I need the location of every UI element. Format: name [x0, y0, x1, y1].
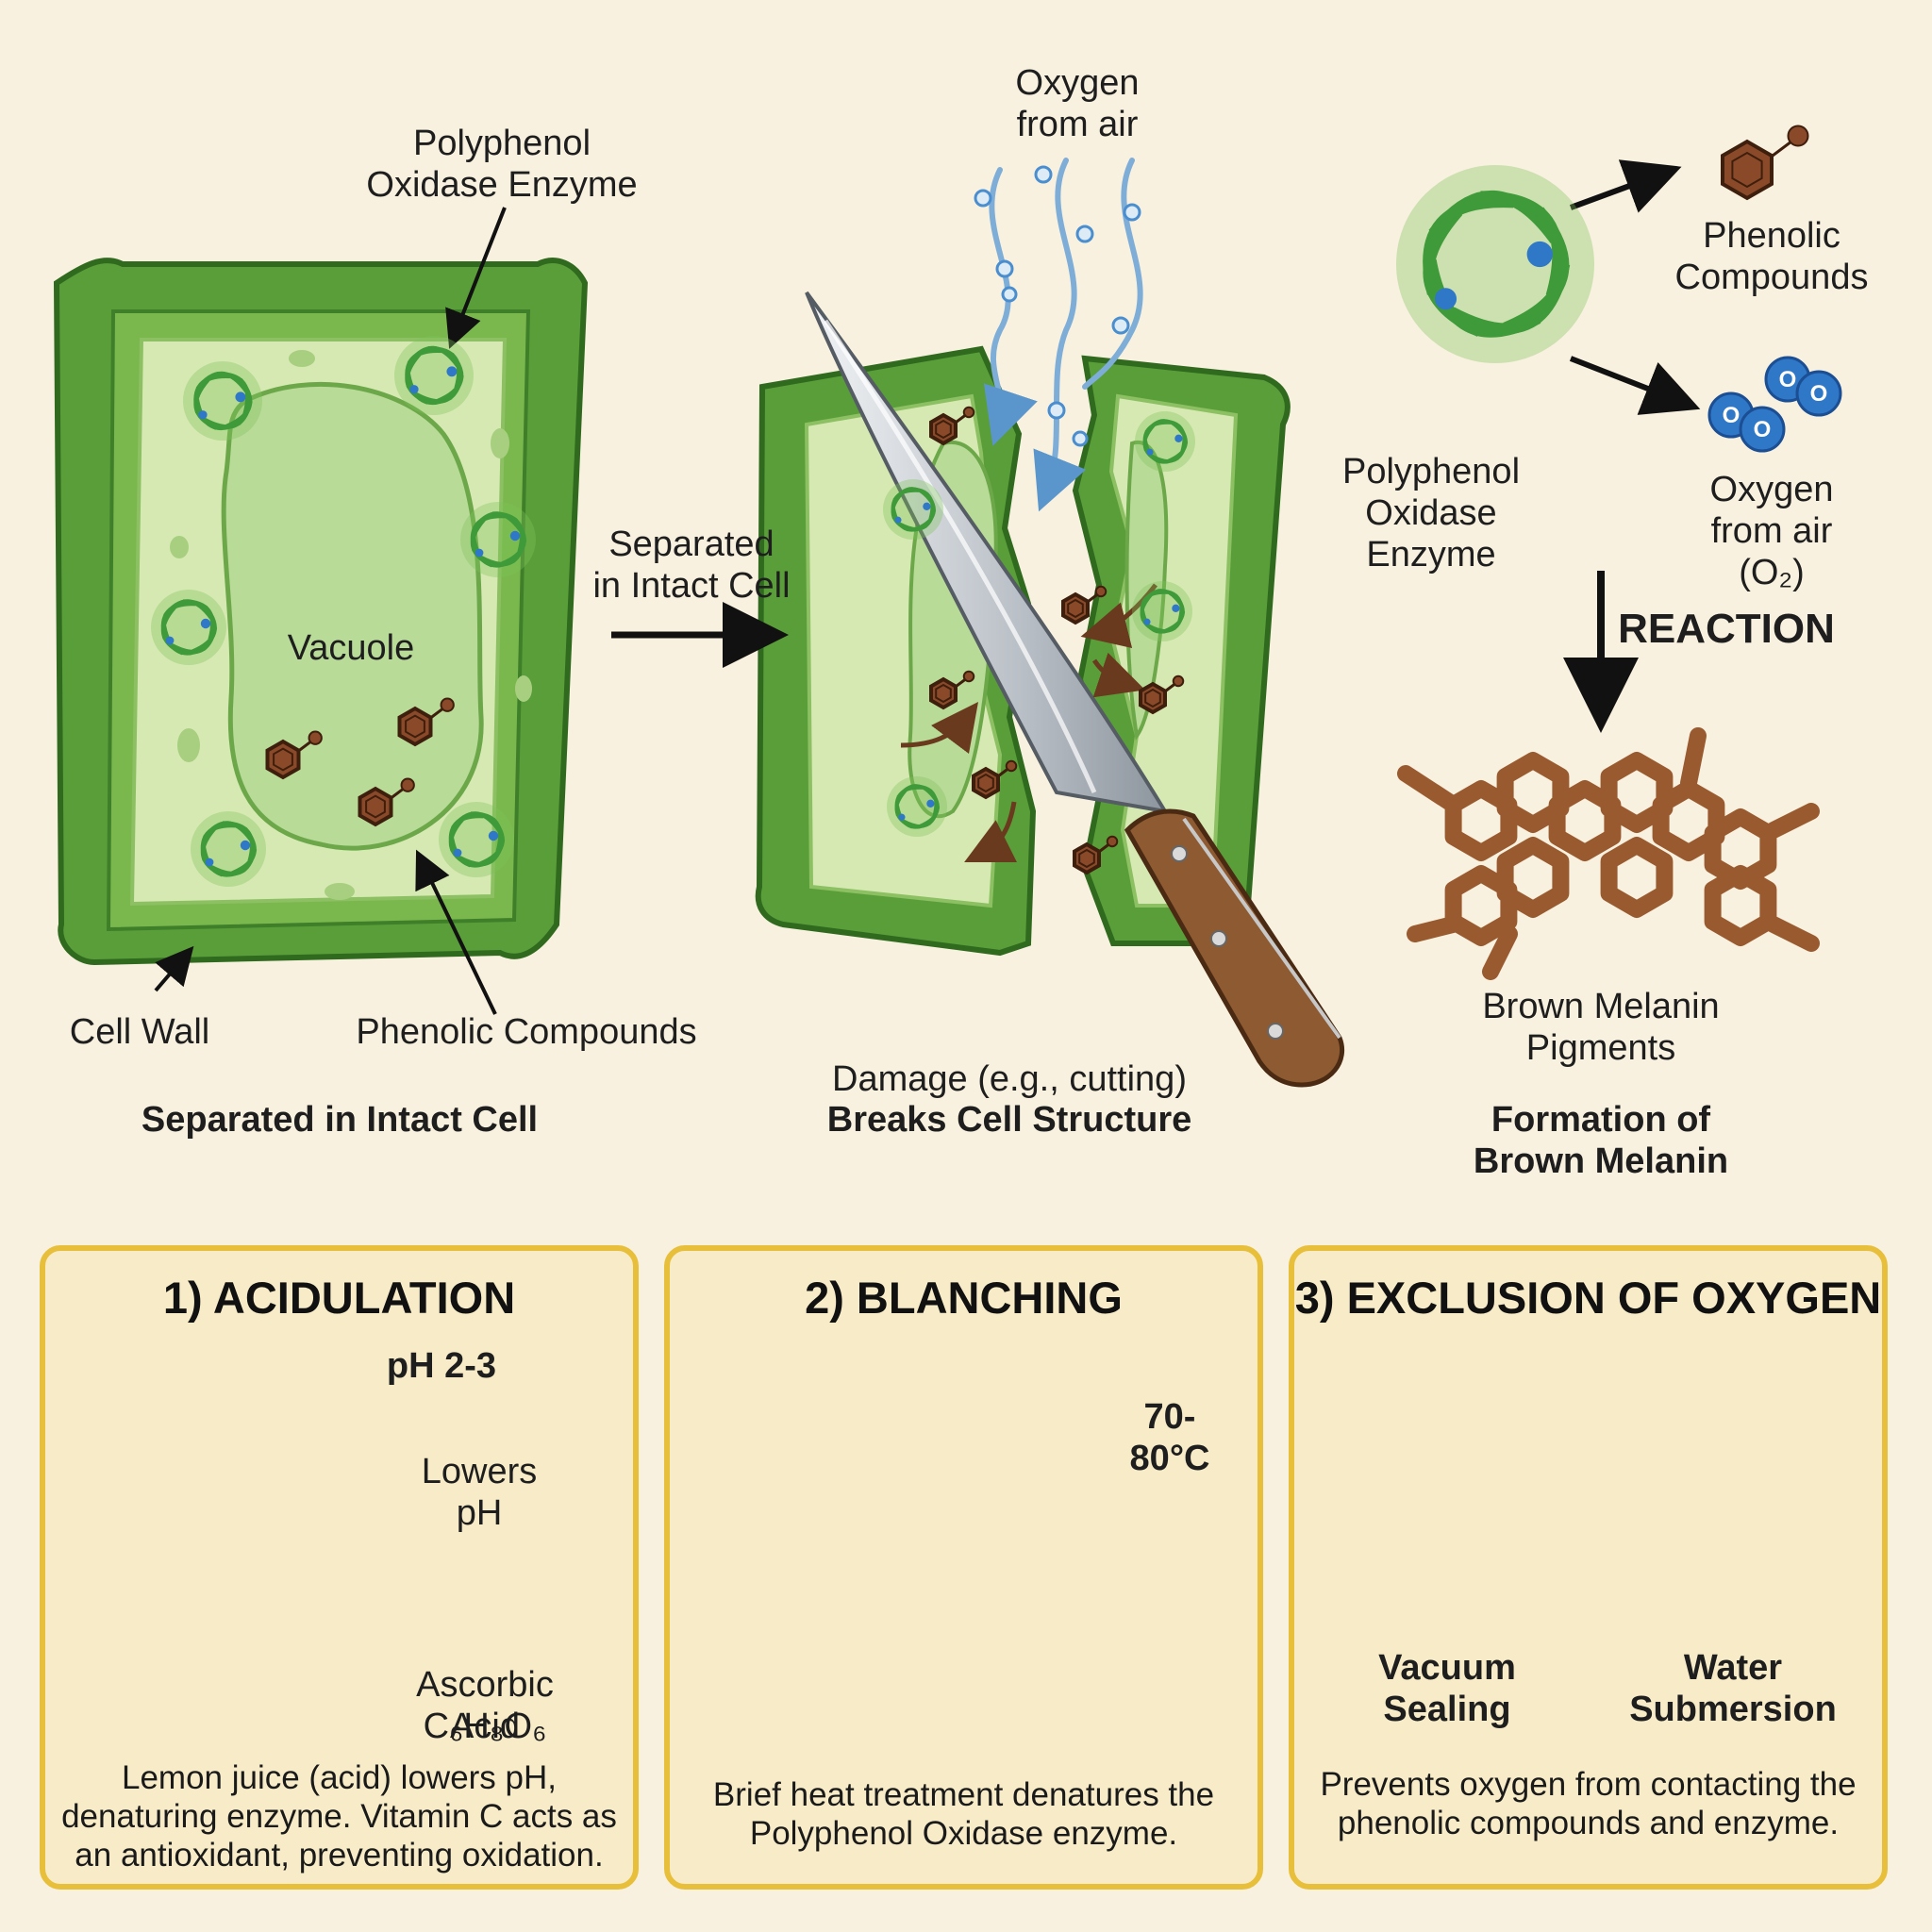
- melanin-branch: [1482, 925, 1518, 980]
- intact-enzyme-label: Polyphenol Oxidase Enzyme: [366, 124, 638, 205]
- separated-arrow-label: Separated in Intact Cell: [592, 525, 791, 606]
- melanin-ring: [1444, 865, 1518, 946]
- vacuole: [221, 382, 484, 851]
- polyphenol-oxidase-enzyme: [1396, 165, 1594, 363]
- polyphenol-oxidase-enzyme: [151, 590, 226, 665]
- water-label: Water Submersion: [1629, 1648, 1837, 1729]
- oxygen-atom-label: O: [1754, 417, 1772, 442]
- phenolic-molecule: [1061, 585, 1108, 625]
- melanin-ring: [1652, 780, 1725, 861]
- melanin-branch: [1680, 727, 1707, 791]
- oxygen-molecules: [1707, 356, 1842, 453]
- acid-formula: C₆H₈O₆: [423, 1707, 547, 1746]
- ph-label: pH 2-3: [386, 1346, 497, 1386]
- polyphenol-oxidase-enzyme: [1135, 411, 1195, 472]
- panel-title: 2) BLANCHING: [805, 1273, 1123, 1323]
- to-oxygen-arrow: [1569, 356, 1701, 415]
- melanin-branch: [1407, 916, 1461, 942]
- ph-sublabel: Lowers pH: [421, 1452, 538, 1533]
- oxygen-atom-label: O: [1810, 381, 1828, 407]
- phenolic-molecule: [1073, 835, 1119, 875]
- melanin-label: Brown Melanin Pigments: [1482, 987, 1720, 1068]
- melanin-branch: [1765, 916, 1820, 952]
- panel-description: Prevents oxygen from contacting the phen…: [1320, 1766, 1857, 1841]
- intact-cell-caption: Separated in Intact Cell: [141, 1100, 539, 1140]
- reaction-enzyme-label: Polyphenol Oxidase Enzyme: [1341, 452, 1521, 575]
- mixing-arrows: [900, 583, 1158, 862]
- panel-title: 1) ACIDULATION: [162, 1273, 516, 1323]
- phenolic-molecule: [972, 759, 1018, 800]
- temperature-label: 70-80°C: [1129, 1397, 1210, 1478]
- panel-blanching: 2) BLANCHING 70-80°C Brief heat treatmen…: [664, 1245, 1263, 1890]
- melanin-polymer: [1397, 727, 1820, 980]
- melanin-ring: [1496, 837, 1570, 918]
- intact-phenolic-label: Phenolic Compounds: [356, 1012, 697, 1052]
- polyphenol-oxidase-enzyme: [394, 336, 474, 415]
- panel-title: 3) EXCLUSION OF OXYGEN: [1294, 1273, 1882, 1323]
- acid-name: Ascorbic Acid: [416, 1665, 554, 1746]
- reaction-label: REACTION: [1618, 606, 1835, 652]
- melanin-branch: [1397, 765, 1457, 810]
- phenolic-molecule: [1139, 675, 1185, 715]
- oxygen-streams: [983, 158, 1143, 512]
- polyphenol-oxidase-enzyme: [1132, 581, 1192, 641]
- melanin-ring: [1496, 752, 1570, 833]
- melanin-ring: [1600, 752, 1674, 833]
- polyphenol-oxidase-enzyme: [883, 479, 943, 540]
- polyphenol-oxidase-enzyme: [887, 776, 947, 837]
- panel-acidulation: 1) ACIDULATION pH 2-3 Lowers pH Ascorbic…: [40, 1245, 639, 1890]
- phenolic-molecule: [358, 777, 415, 827]
- polyphenol-oxidase-enzyme: [439, 802, 514, 877]
- melanin-caption: Formation of Brown Melanin: [1473, 1100, 1729, 1181]
- enzyme-pointer: [445, 207, 507, 349]
- phenolic-molecule: [929, 406, 975, 446]
- polyphenol-oxidase-enzyme: [183, 361, 262, 441]
- vacuum-label: Vacuum Sealing: [1378, 1648, 1516, 1729]
- intact-cell: [53, 258, 589, 966]
- damage-caption-line1: Damage (e.g., cutting): [832, 1059, 1187, 1099]
- oxygen-molecule-labels: O O O O: [1723, 367, 1828, 442]
- melanin-branch: [1765, 803, 1820, 839]
- reaction-oxygen-label: Oxygen from air (O₂): [1709, 470, 1834, 592]
- oxygen-bubbles: [974, 165, 1141, 447]
- phenolic-molecule: [265, 730, 323, 780]
- polyphenol-oxidase-enzyme: [460, 502, 536, 577]
- damage-caption-line2: Breaks Cell Structure: [826, 1100, 1192, 1140]
- oxygen-air-label: Oxygen from air: [1015, 63, 1140, 144]
- phenolic-pointer: [415, 849, 497, 1015]
- phenolic-molecule: [397, 697, 455, 747]
- reaction-phenolic-label: Phenolic Compounds: [1674, 216, 1869, 297]
- melanin-ring: [1704, 865, 1777, 946]
- knife: [805, 291, 1345, 1088]
- phenolic-molecule: [929, 670, 975, 710]
- panel-oxygen-exclusion: 3) EXCLUSION OF OXYGEN Vacuum Sealing Wa…: [1289, 1245, 1888, 1890]
- panel-description: Lemon juice (acid) lowers pH, denaturing…: [61, 1759, 617, 1874]
- cell-wall-pointer: [154, 945, 194, 992]
- phenolic-molecules: [265, 125, 1809, 875]
- phenolic-molecule: [1721, 125, 1809, 201]
- polyphenol-oxidase-enzyme: [191, 811, 266, 887]
- oxygen-atom-label: O: [1779, 367, 1797, 392]
- enzymes: [151, 165, 1594, 887]
- panel-description: Brief heat treatment denatures the Polyp…: [712, 1776, 1215, 1852]
- to-phenolic-arrow: [1569, 159, 1682, 213]
- melanin-ring: [1600, 837, 1674, 918]
- cell-wall-label: Cell Wall: [69, 1012, 210, 1052]
- vacuole-label: Vacuole: [287, 628, 415, 668]
- oxygen-atom-label: O: [1723, 403, 1740, 428]
- damaged-cell: [755, 345, 1291, 957]
